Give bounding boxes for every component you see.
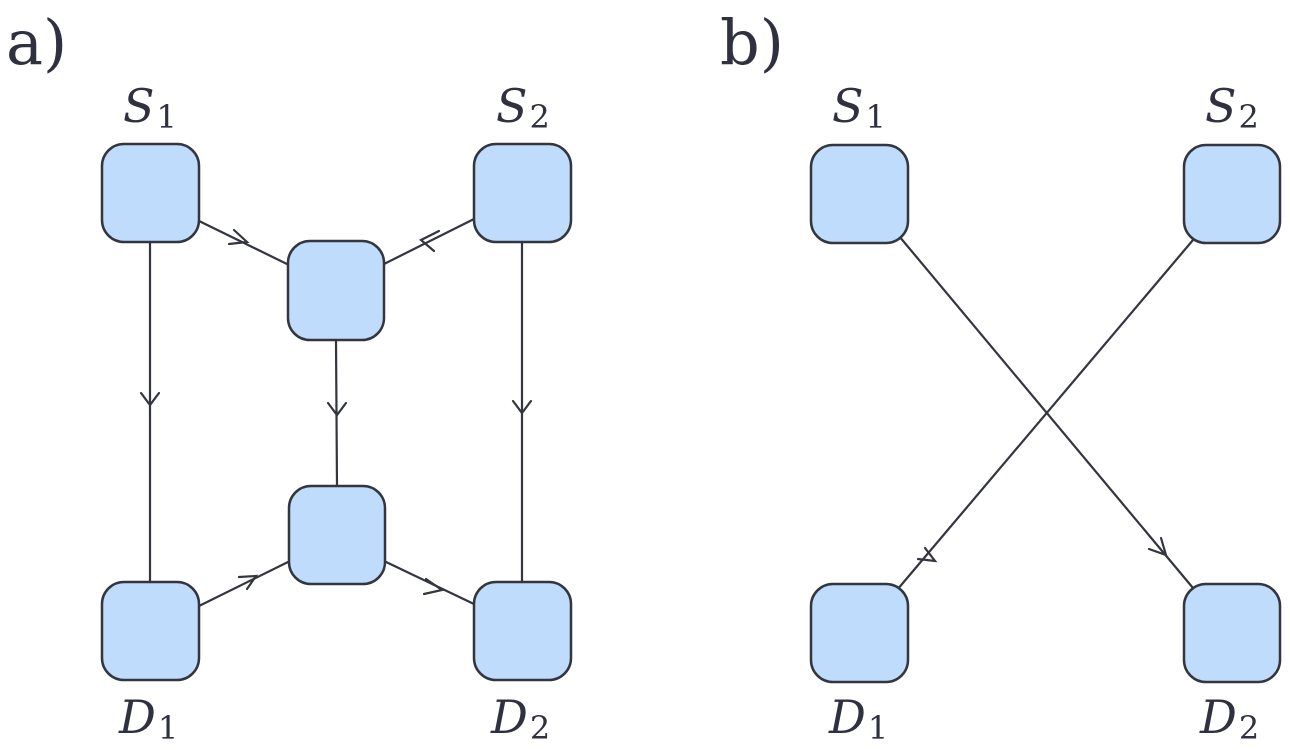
node-relay-bottom — [287, 484, 387, 586]
arrowhead-s2-d1 — [916, 546, 938, 563]
arrowhead-relay-d2 — [422, 577, 445, 596]
label-b-d1: D1 — [828, 690, 888, 747]
node-b-d1 — [809, 582, 910, 684]
node-d1 — [100, 580, 201, 682]
panel-a: a) S1 S2 D1 D2 — [6, 6, 573, 747]
node-s1 — [100, 142, 201, 244]
edge-relay-bottom-d1 — [198, 560, 291, 607]
label-d1: D1 — [118, 690, 178, 747]
panel-b: b) S1 S2 D1 D2 — [720, 6, 1282, 747]
label-s2: S2 — [496, 79, 550, 136]
panel-a-label: a) — [6, 6, 67, 79]
label-d2: D2 — [490, 690, 550, 747]
edge-s2-d1 — [896, 239, 1194, 591]
panel-b-label: b) — [720, 6, 784, 79]
arrowhead-relay-d1 — [237, 574, 259, 591]
arrowhead-s2-relay — [419, 229, 441, 253]
arrowhead-s2-d2 — [511, 399, 533, 415]
arrowhead-s1-relay — [227, 228, 250, 246]
edge-s1-d2 — [898, 235, 1194, 589]
node-b-d2 — [1182, 582, 1282, 684]
edge-s2-relay-top — [383, 217, 477, 265]
arrowhead-s1-d1 — [139, 391, 161, 407]
node-relay-top — [286, 239, 386, 342]
arrowhead-s1-d2 — [1147, 536, 1168, 557]
node-d2 — [472, 580, 573, 682]
label-b-s2: S2 — [1205, 79, 1259, 136]
label-s1: S1 — [123, 79, 177, 136]
node-b-s1 — [809, 143, 910, 245]
label-b-s1: S1 — [832, 79, 886, 136]
label-b-d2: D2 — [1199, 690, 1259, 747]
node-s2 — [472, 142, 573, 244]
arrowhead-relay-down — [326, 401, 348, 417]
node-b-s2 — [1182, 143, 1282, 245]
